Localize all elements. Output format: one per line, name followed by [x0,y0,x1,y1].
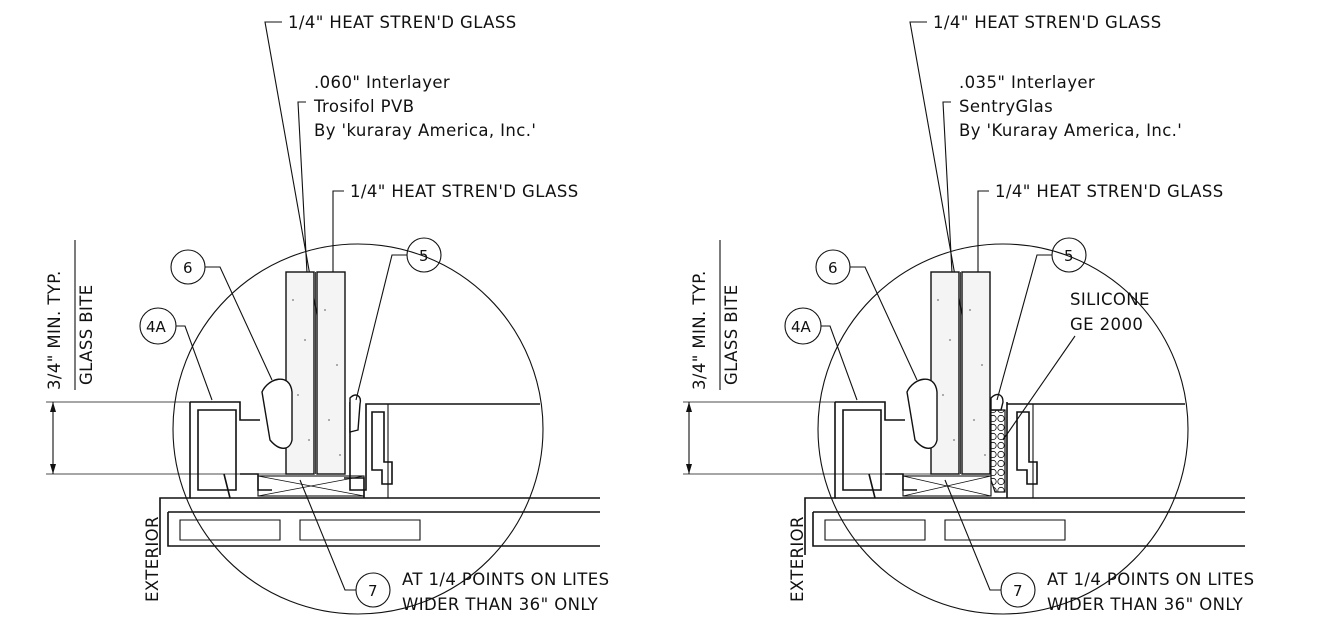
silicone-line-1: SILICONE [1070,290,1150,309]
frame-profile [804,378,1245,555]
setting-block [257,475,365,497]
silicone-bead [990,409,1006,493]
callout-7: 7 [1013,582,1023,600]
callout-6: 6 [828,259,838,277]
callout-6: 6 [183,259,193,277]
glass-top-label: 1/4" HEAT STREN'D GLASS [933,13,1162,32]
callout-5: 5 [1064,247,1074,265]
detail-left: 1/4" HEAT STREN'D GLASS .060" Interlayer… [45,13,610,615]
glass-bottom-label: 1/4" HEAT STREN'D GLASS [350,182,579,201]
detail-circle [172,243,544,615]
exterior-text: EXTERIOR [788,516,807,602]
glass-bottom-label: 1/4" HEAT STREN'D GLASS [995,182,1224,201]
note-line-2: WIDER THAN 36" ONLY [1047,595,1244,614]
interlayer-line-3: By 'Kuraray America, Inc.' [959,121,1182,140]
glass-pane-inner [961,271,991,475]
glass-bite-text: GLASS BITE [722,284,741,385]
silicone-line-2: GE 2000 [1070,315,1143,334]
note-line-1: AT 1/4 POINTS ON LITES [1047,570,1255,589]
interlayer-line-2: SentryGlas [959,97,1053,116]
bite-dimension-text: 3/4" MIN. TYP. [45,270,64,390]
detail-right: 1/4" HEAT STREN'D GLASS .035" Interlayer… [683,13,1255,615]
interlayer-label: .060" Interlayer Trosifol PVB By 'kurara… [313,73,536,140]
note-line-2: WIDER THAN 36" ONLY [402,595,599,614]
bite-dimension-text: 3/4" MIN. TYP. [690,270,709,390]
note-line-1: AT 1/4 POINTS ON LITES [402,570,610,589]
detail-circle [817,243,1189,615]
interlayer-line-2: Trosifol PVB [313,97,414,116]
callout-4a: 4A [791,318,812,336]
exterior-text: EXTERIOR [143,516,162,602]
callout-5: 5 [419,247,429,265]
callout-4a: 4A [146,318,167,336]
interlayer-line-3: By 'kuraray America, Inc.' [314,121,536,140]
interlayer-line-1: .060" Interlayer [314,73,450,92]
glass-top-label: 1/4" HEAT STREN'D GLASS [288,13,517,32]
interlayer-label: .035" Interlayer SentryGlas By 'Kuraray … [959,73,1182,140]
glass-pane-inner [316,271,346,475]
glass-bite-text: GLASS BITE [77,284,96,385]
interlayer-line-1: .035" Interlayer [959,73,1095,92]
frame-profile [159,378,600,555]
callout-7: 7 [368,582,378,600]
